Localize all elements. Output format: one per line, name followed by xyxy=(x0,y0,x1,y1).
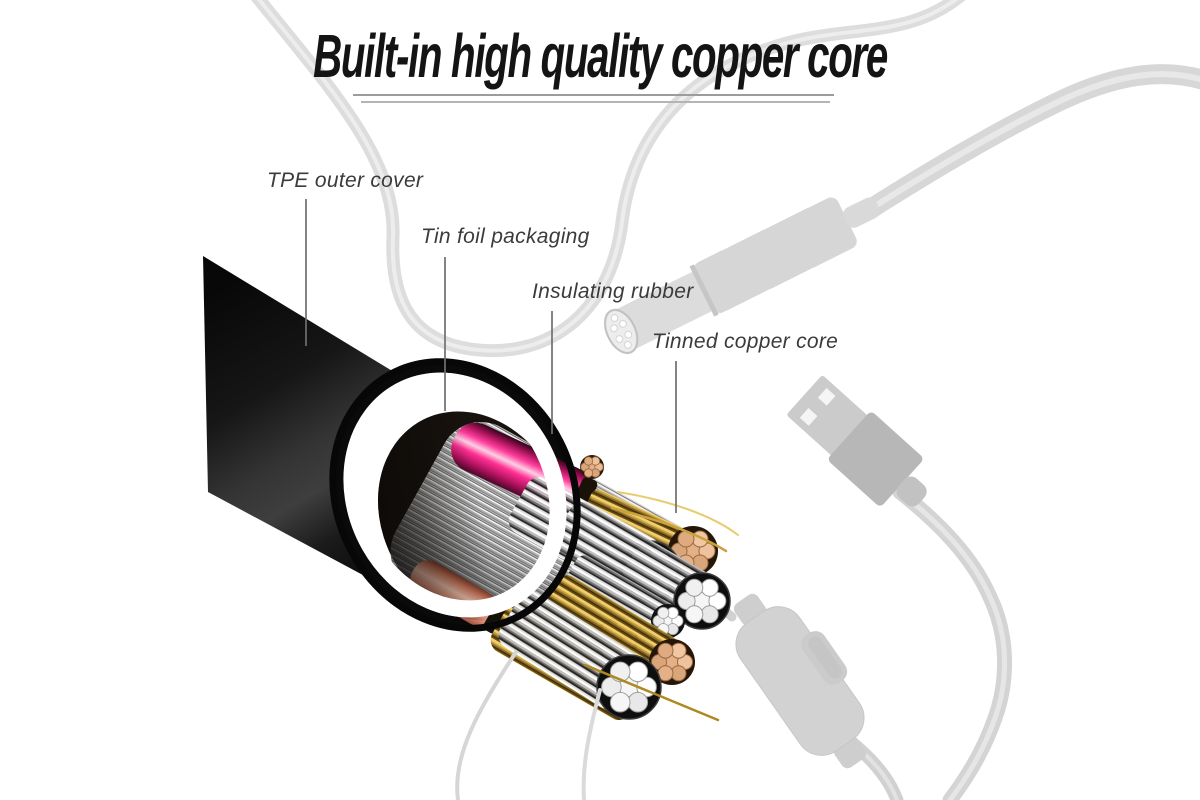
drooping-strands xyxy=(455,650,602,800)
title-underline-secondary xyxy=(361,101,830,103)
copper-core-end-lower xyxy=(649,639,695,685)
probe-barrel-seam xyxy=(689,264,719,317)
callout-label-tpe-outer-cover: TPE outer cover xyxy=(267,169,424,192)
switch-button-face xyxy=(808,636,842,679)
callout-label-insulating-rubber: Insulating rubber xyxy=(532,280,694,303)
probe-cable xyxy=(862,64,1200,218)
page-title: Built-in high quality copper core xyxy=(313,22,888,90)
inline-switch xyxy=(683,584,904,800)
loose-gold-strands xyxy=(583,491,739,722)
tinned-core-end-right xyxy=(673,572,731,630)
usb-cable-highlight xyxy=(897,489,1007,800)
background-cable-loops xyxy=(251,0,966,357)
probe-led-ring xyxy=(610,314,633,349)
callout-label-tinned-copper-core: Tinned copper core xyxy=(652,330,839,353)
usb-plastic-housing xyxy=(828,412,923,506)
usb-shell-slot-bottom xyxy=(799,408,818,426)
callout-label-tin-foil-packaging: Tin foil packaging xyxy=(421,225,590,248)
probe-cable-highlight xyxy=(869,71,1200,211)
tinned-core-end-small xyxy=(651,604,685,638)
probe-main-barrel xyxy=(693,197,857,314)
background-cable-loop-left-highlight xyxy=(256,0,959,353)
probe-neck xyxy=(843,197,880,228)
tinned-core-end-bottom xyxy=(596,654,662,720)
copper-core-end-small xyxy=(580,455,604,479)
endoscope-camera-probe xyxy=(604,64,1200,354)
tin-foil-annulus xyxy=(343,372,567,618)
usb-metal-shell xyxy=(787,375,868,456)
usb-shell-slot-top xyxy=(817,387,836,406)
title-underline-primary xyxy=(353,94,834,96)
tinned-bundle-right xyxy=(554,502,712,620)
usb-strain-relief xyxy=(896,476,927,507)
callout-leader-lines xyxy=(305,199,677,513)
usb-a-connector xyxy=(787,375,1012,800)
switch-body xyxy=(735,606,865,756)
cable-cutaway xyxy=(203,256,739,722)
opening-shadow xyxy=(378,411,566,621)
copper-bundle-lower xyxy=(544,575,680,677)
tinned-bundle-small xyxy=(568,555,673,632)
